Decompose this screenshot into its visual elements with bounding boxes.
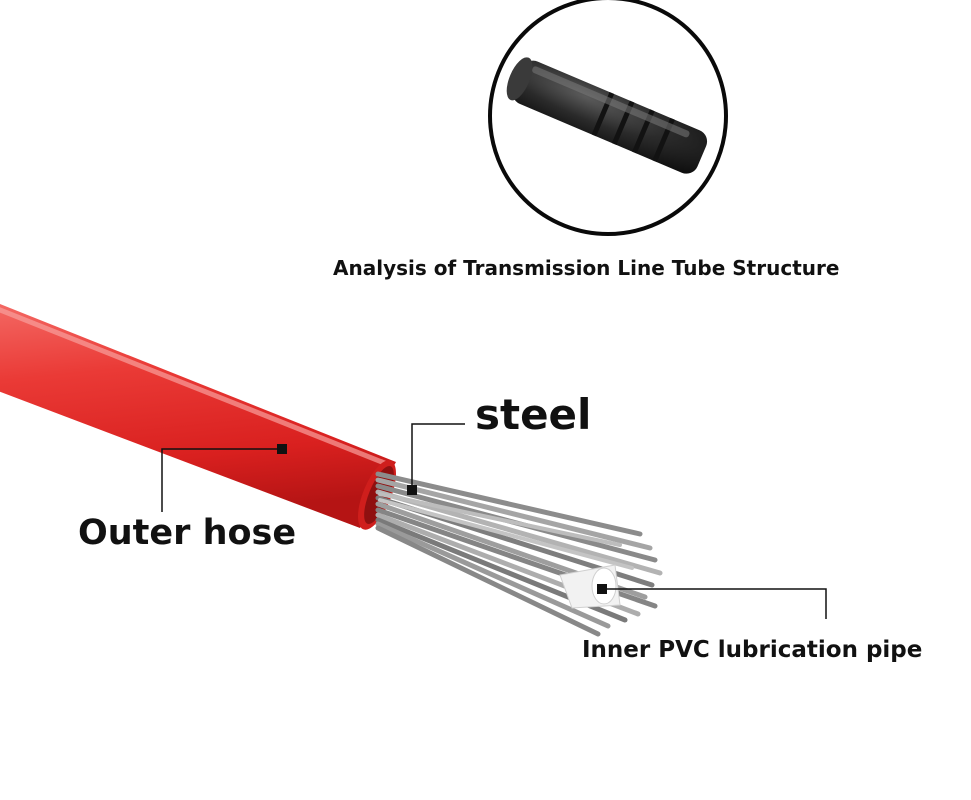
outer-hose-label: Outer hose — [78, 516, 296, 551]
diagram-title: Analysis of Transmission Line Tube Struc… — [333, 258, 839, 278]
steel-label: steel — [475, 394, 591, 436]
inner-pipe-marker — [597, 584, 607, 594]
outer-hose-marker — [277, 444, 287, 454]
inner-pvc-pipe-label: Inner PVC lubrication pipe — [582, 639, 922, 662]
steel-wires — [378, 474, 660, 634]
inset-circle — [490, 0, 726, 234]
steel-marker — [407, 485, 417, 495]
outer-hose — [0, 300, 404, 535]
